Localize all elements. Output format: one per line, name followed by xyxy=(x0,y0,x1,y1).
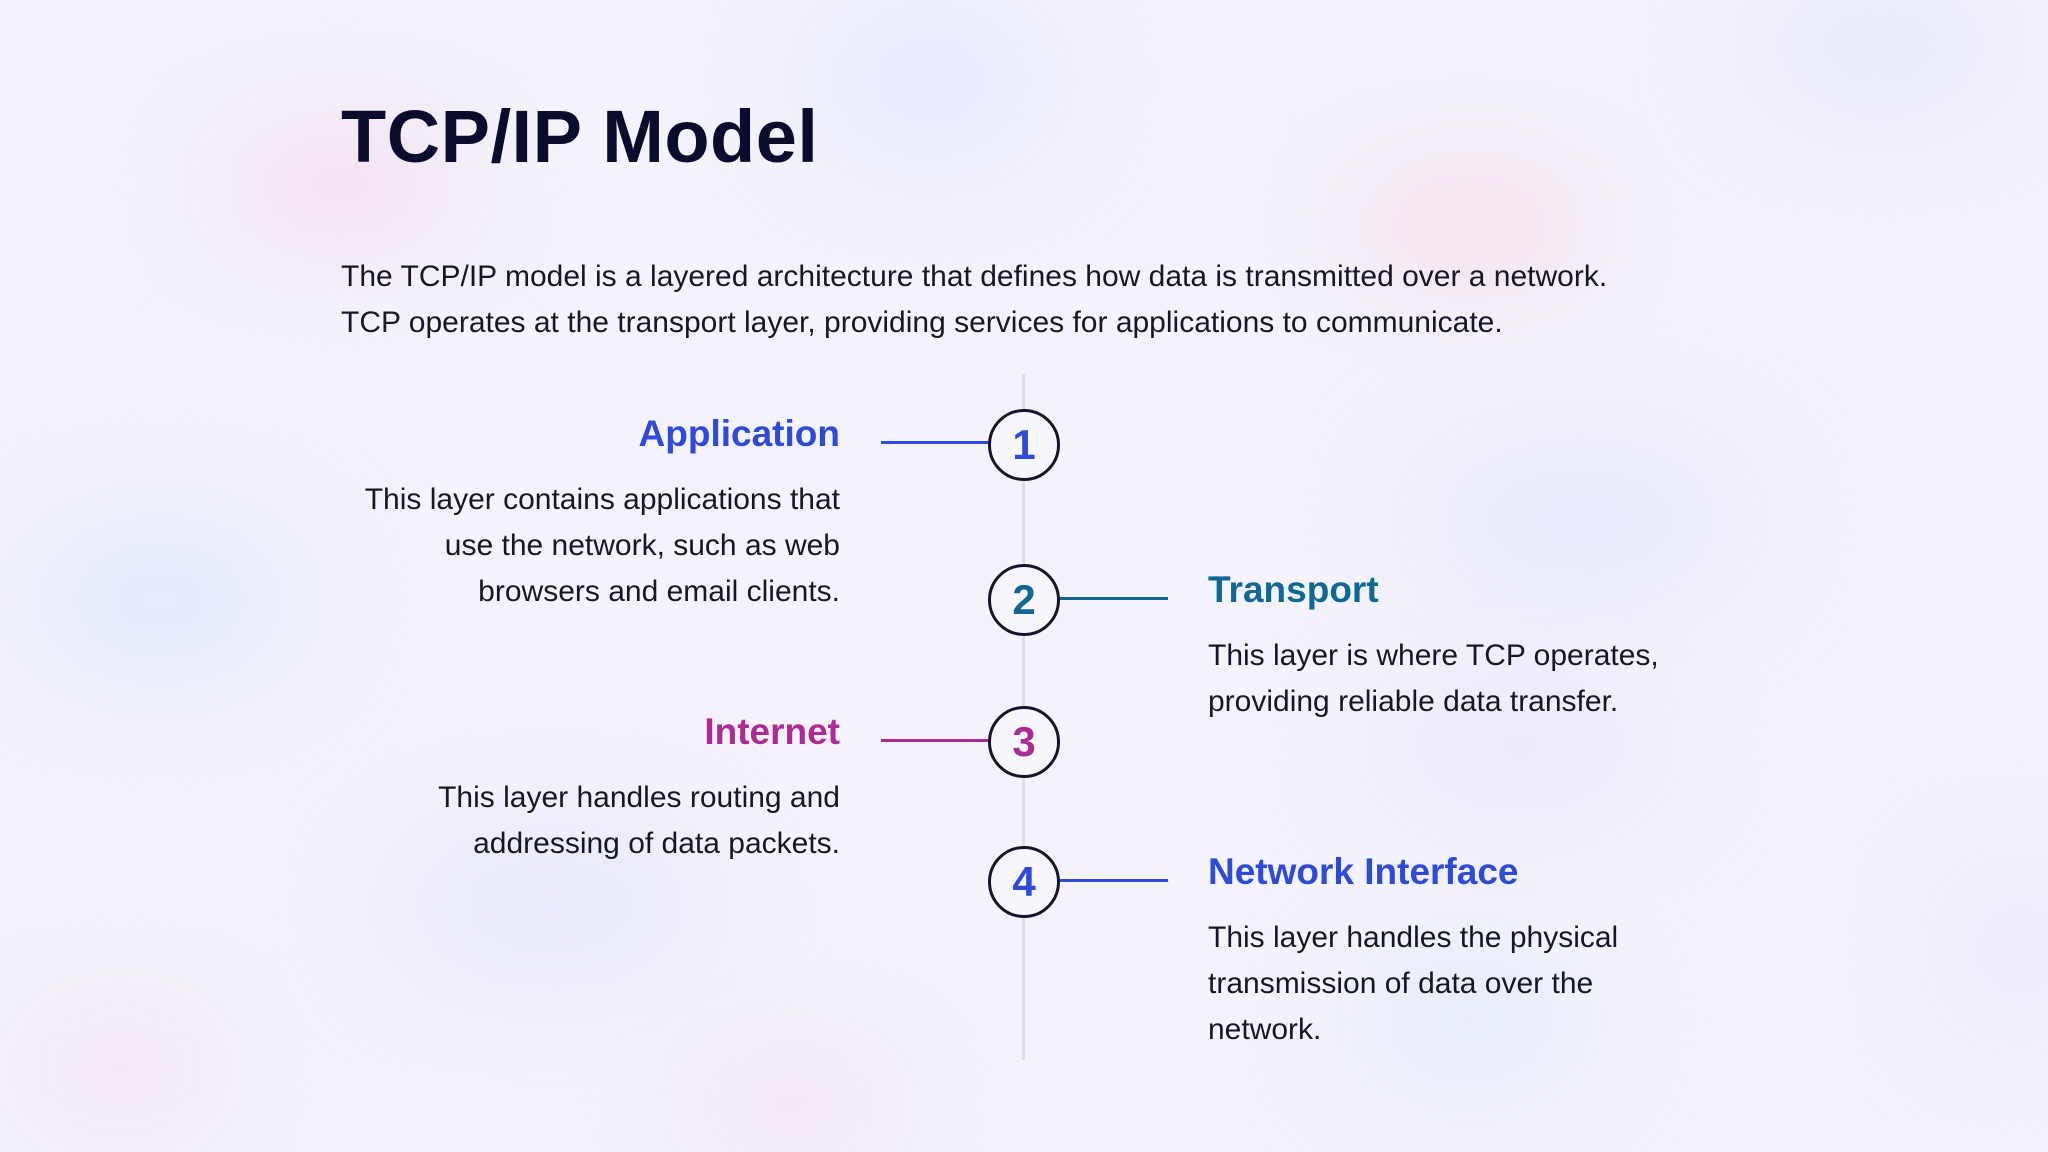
step-number-circle: 3 xyxy=(988,706,1060,778)
intro-line: TCP operates at the transport layer, pro… xyxy=(341,306,1503,339)
description-line: transmission of data over the xyxy=(1208,967,1594,1000)
description-line: This layer handles the physical xyxy=(1208,921,1619,954)
connector-line xyxy=(1057,597,1168,600)
description-line: providing reliable data transfer. xyxy=(1208,685,1619,718)
layer-title: Internet xyxy=(704,711,840,752)
connector-line xyxy=(1057,879,1168,882)
layer-description: This layer handles the physical transmis… xyxy=(1208,915,1618,1053)
description-line: This layer contains applications that xyxy=(364,483,840,516)
intro-line: The TCP/IP model is a layered architectu… xyxy=(341,260,1608,293)
description-line: browsers and email clients. xyxy=(478,575,840,608)
connector-line xyxy=(881,739,989,742)
step-number: 4 xyxy=(1012,858,1036,905)
step-number: 1 xyxy=(1012,421,1036,468)
layer-title: Network Interface xyxy=(1208,851,1519,892)
slide-title: TCP/IP Model xyxy=(341,95,819,178)
layer-description: This layer handles routing and addressin… xyxy=(438,775,840,867)
description-line: use the network, such as web xyxy=(444,529,840,562)
description-line: This layer handles routing and xyxy=(438,781,840,814)
step-number-circle: 4 xyxy=(988,846,1060,918)
intro-paragraph: The TCP/IP model is a layered architectu… xyxy=(341,254,1741,346)
step-number-circle: 1 xyxy=(988,409,1060,481)
layer-description: This layer is where TCP operates, provid… xyxy=(1208,633,1659,725)
step-number: 2 xyxy=(1012,576,1036,623)
step-number: 3 xyxy=(1012,718,1036,765)
layer-title: Transport xyxy=(1208,569,1379,610)
description-line: This layer is where TCP operates, xyxy=(1208,639,1659,672)
description-line: addressing of data packets. xyxy=(473,827,840,860)
connector-line xyxy=(881,441,989,444)
layer-title: Application xyxy=(638,413,840,454)
description-line: network. xyxy=(1208,1013,1322,1046)
step-number-circle: 2 xyxy=(988,564,1060,636)
layer-description: This layer contains applications that us… xyxy=(365,477,840,615)
